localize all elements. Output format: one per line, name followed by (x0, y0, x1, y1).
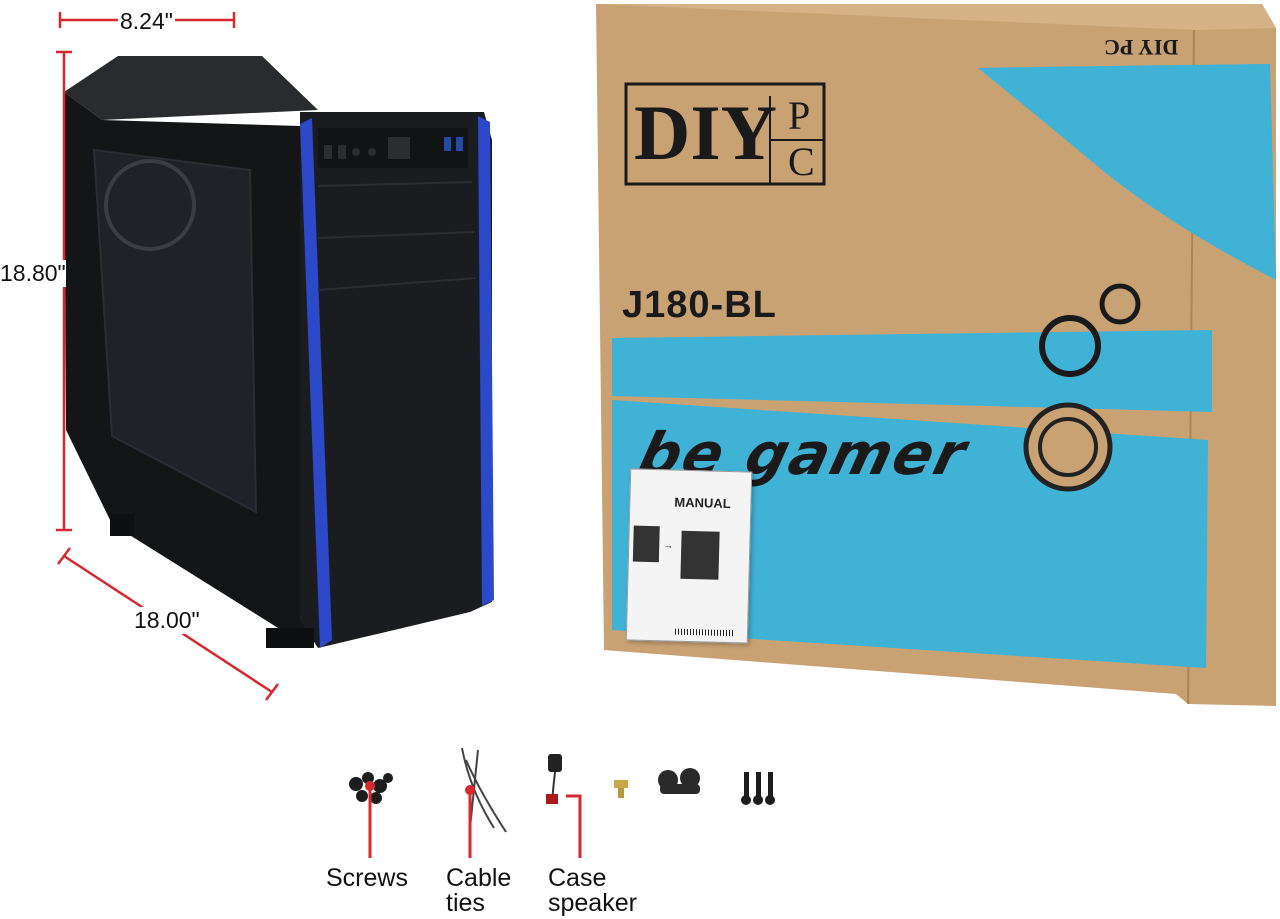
blue-swoosh (978, 64, 1276, 280)
height-dimension-label: 18.80" (0, 260, 66, 287)
box-brand-c: C (788, 139, 815, 184)
accessory-label-case-speaker: Case speaker (548, 864, 637, 917)
diypc-logo-frame (624, 82, 826, 186)
power-button (388, 137, 410, 159)
retail-box-illustration (596, 4, 1276, 706)
usb-port (324, 145, 332, 159)
depth-dimension-label: 18.00" (132, 607, 202, 634)
box-model-label: J180-BL (622, 284, 777, 326)
accessory-label-screws: Screws (326, 864, 408, 892)
usb3-port (456, 137, 463, 151)
screws-pile (349, 772, 393, 804)
bubble-small (1099, 283, 1141, 325)
standoff (614, 780, 628, 798)
blue-accent-right (478, 116, 494, 606)
side-window (92, 148, 258, 514)
box-brand-diy: DIY (634, 89, 778, 176)
usb-port (338, 145, 346, 159)
box-brand-p: P (788, 93, 811, 138)
long-screws (741, 772, 775, 805)
rubber-feet (658, 768, 700, 794)
blue-band (612, 330, 1212, 412)
bubble-large (1039, 315, 1101, 377)
width-dimension-label: 8.24" (118, 8, 175, 35)
usb3-port (444, 137, 451, 151)
audio-jack (352, 148, 360, 156)
blue-accent-left (300, 118, 332, 648)
case-speaker (546, 754, 562, 804)
audio-jack (368, 148, 376, 156)
pc-case-illustration (56, 12, 494, 701)
accessory-label-cable-ties: Cable ties (446, 864, 512, 917)
